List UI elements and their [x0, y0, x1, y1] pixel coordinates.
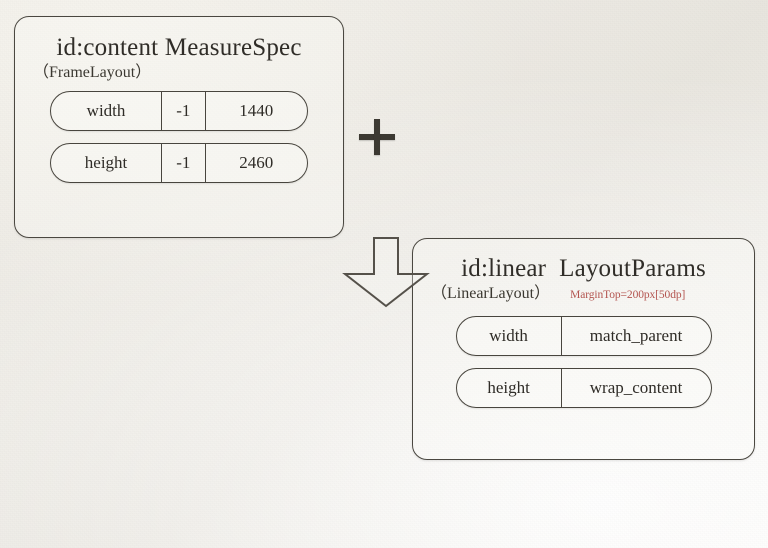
- row-key: width: [86, 100, 126, 120]
- down-arrow-icon-svg: [342, 237, 430, 308]
- row-key: height: [487, 377, 530, 397]
- node-content-measurespec: id:content MeasureSpec （FrameLayout） wid…: [14, 16, 344, 238]
- row-flag: -1: [161, 91, 205, 130]
- node-rows: width -1 1440 height -1 2460: [15, 90, 343, 183]
- down-arrow-icon: [341, 236, 431, 308]
- plus-icon: [353, 113, 401, 161]
- down-arrow-icon-shape: [342, 237, 430, 308]
- row-value: 2460: [204, 143, 307, 182]
- node-linear-layoutparams: id:linear LayoutParams （LinearLayout） Ma…: [412, 238, 755, 460]
- row-value: 1440: [204, 91, 307, 130]
- node-subline: （FrameLayout）: [15, 64, 343, 82]
- row-flag: -1: [161, 143, 205, 182]
- row-key: width: [489, 325, 528, 345]
- plus-icon-bar-vertical: [374, 119, 380, 155]
- table-row: width match_parent: [455, 315, 712, 356]
- row-value: match_parent: [560, 316, 711, 355]
- table-row: height wrap_content: [455, 367, 712, 408]
- row-value: wrap_content: [560, 368, 711, 407]
- table-row: height -1 2460: [50, 142, 308, 183]
- node-title: id:linear LayoutParams: [461, 255, 706, 282]
- node-title: id:content MeasureSpec: [56, 34, 302, 61]
- node-margin-note: MarginTop=200px[50dp]: [570, 289, 686, 301]
- row-key: height: [84, 152, 128, 172]
- table-row: width -1 1440: [50, 90, 308, 131]
- node-subtitle: （FrameLayout）: [33, 64, 152, 81]
- node-rows: width match_parent height wrap_content: [413, 315, 754, 408]
- node-subtitle: （LinearLayout）: [431, 285, 551, 302]
- node-subline: （LinearLayout） MarginTop=200px[50dp]: [413, 285, 754, 303]
